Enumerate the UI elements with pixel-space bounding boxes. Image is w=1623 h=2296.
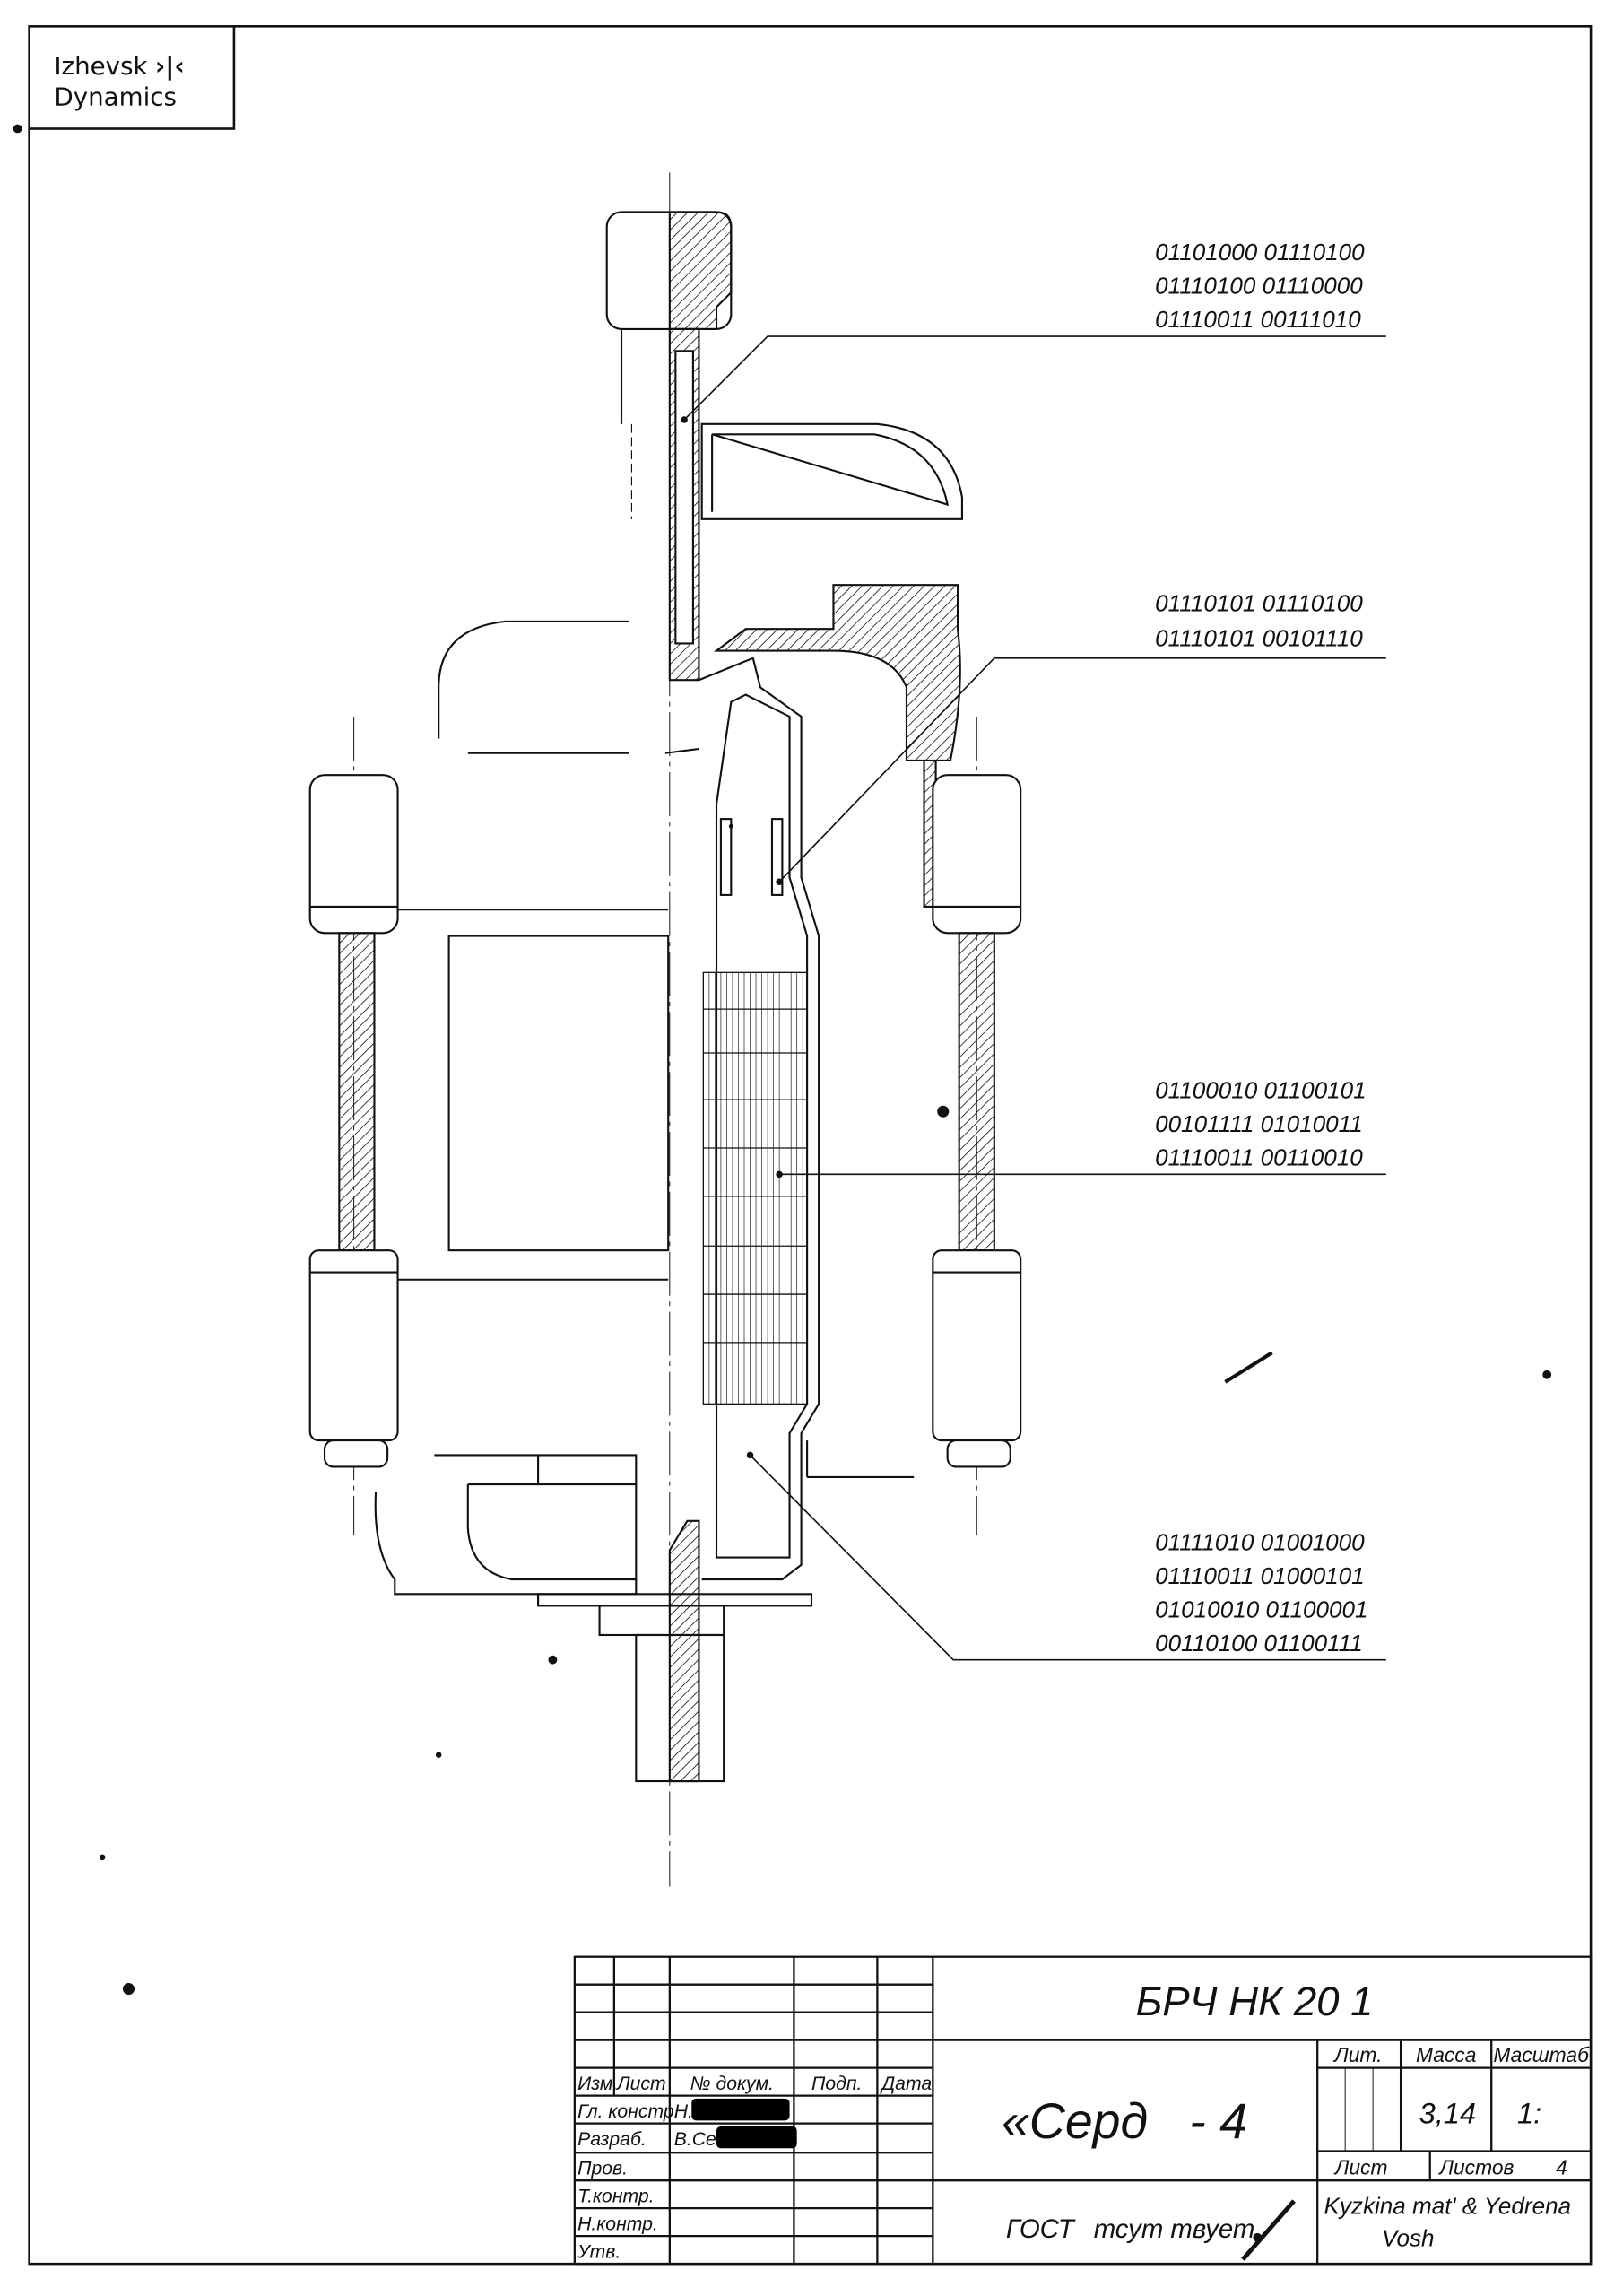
callout-1: 01101000 01110100 01110100 01110000 0111… [1155, 239, 1365, 333]
redaction-mark [691, 2098, 790, 2121]
callout-2: 01110101 01110100 01110101 00101110 [1155, 590, 1363, 652]
sheet-label: Лист [1333, 2156, 1388, 2179]
company-logo: Izhevsk ›|‹ Dynamics [54, 51, 184, 111]
right-bolt [932, 774, 1022, 1468]
header-sign: Подп. [812, 2074, 862, 2094]
assembly-section-view [308, 172, 1022, 1887]
callout-3: 01100010 01100101 00101111 01010011 0111… [1155, 1077, 1366, 1171]
header-izm: Изм. [577, 2074, 618, 2094]
header-doc: № докум. [690, 2074, 774, 2094]
scale-label: Масштаб [1493, 2043, 1590, 2066]
callout-text: 01110011 00111010 [1155, 306, 1361, 333]
role-approved: Утв. [577, 2242, 621, 2263]
logo-line1: Izhevsk [54, 51, 147, 81]
role-norm-control: Н.контр. [577, 2214, 658, 2235]
title-block: Изм. Лист № докум. Подп. Дата Гл. констр… [573, 1955, 1593, 2266]
callout-text: 01110011 00110010 [1155, 1144, 1363, 1171]
scale-value: 1: [1517, 2097, 1541, 2130]
company-name-line2: Vosh [1382, 2225, 1434, 2252]
callout-text: 01010010 01100001 [1155, 1596, 1367, 1622]
logo-line2: Dynamics [54, 82, 177, 111]
role-chief-designer: Гл. констр. [577, 2101, 679, 2122]
callout-text: 01110101 00101110 [1155, 625, 1363, 652]
sheets-value: 4 [1556, 2156, 1567, 2179]
company-name-line1: Kyzkina mat' & Yedrena [1324, 2193, 1572, 2220]
callout-4: 01111010 01001000 01110011 01000101 0101… [1155, 1528, 1367, 1657]
callout-text: 01110100 01110000 [1155, 273, 1363, 300]
scan-speckles [13, 124, 1552, 2261]
name-chief-designer: Н. [674, 2101, 693, 2122]
mass-value: 3,14 [1419, 2097, 1476, 2130]
lit-label: Лит. [1332, 2043, 1382, 2066]
callout-text: 01110101 01110100 [1155, 590, 1363, 617]
mass-label: Масса [1416, 2043, 1476, 2066]
callout-text: 00110100 01100111 [1155, 1630, 1363, 1657]
sheets-label: Листов [1437, 2156, 1514, 2179]
standard-note: тсут твует [1094, 2214, 1255, 2244]
callout-leaders [681, 335, 1386, 1661]
callout-text: 01100010 01100101 [1155, 1077, 1366, 1104]
role-tech-control: Т.контр. [577, 2187, 654, 2207]
callout-text: 01101000 01110100 [1155, 239, 1365, 265]
logo-mark: ›|‹ [155, 51, 185, 81]
header-date: Дата [880, 2074, 932, 2094]
drawing-designation: БРЧ НК 20 1 [1136, 1979, 1374, 2024]
header-list: Лист [615, 2074, 666, 2094]
redaction-mark [716, 2126, 797, 2149]
role-developer: Разраб. [577, 2129, 647, 2150]
winding-grid [702, 971, 808, 1405]
callout-text: 00101111 01010011 [1155, 1110, 1363, 1137]
drawing-name: «Серд - 4 [1002, 2093, 1247, 2149]
callout-text: 01110011 01000101 [1155, 1562, 1365, 1589]
standard: ГОСТ [1006, 2214, 1076, 2244]
callout-text: 01111010 01001000 [1155, 1528, 1365, 1555]
role-checked: Пров. [577, 2159, 628, 2179]
name-developer: В.Сед [674, 2129, 727, 2150]
left-bolt [308, 774, 399, 1468]
